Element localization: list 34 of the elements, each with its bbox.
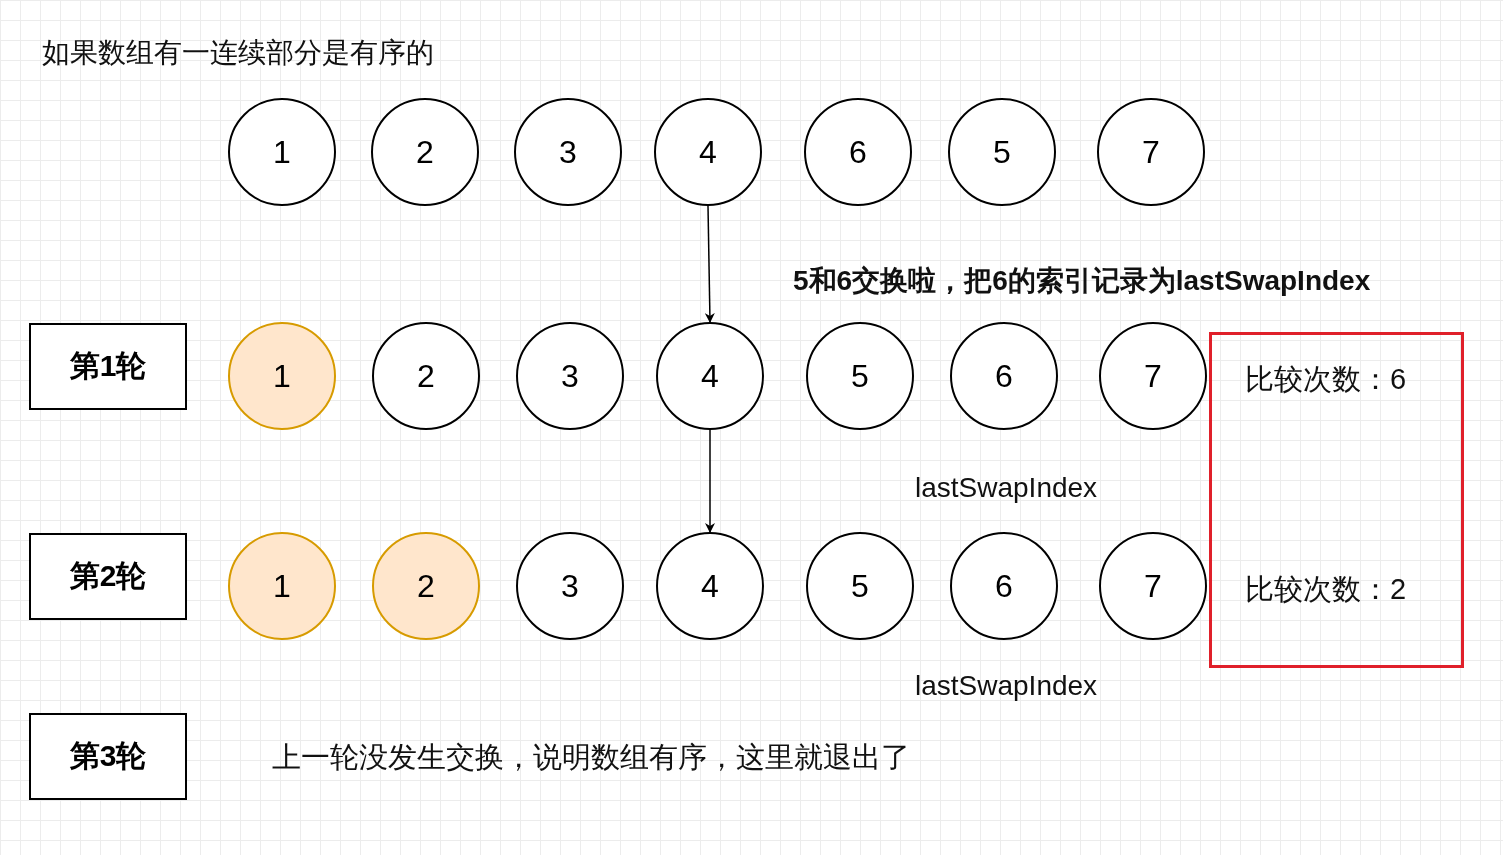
- arrow: [705, 429, 715, 533]
- number-circle: 6: [950, 322, 1058, 430]
- number-circle: 3: [516, 322, 624, 430]
- number-circle: 5: [806, 532, 914, 640]
- round-label-box: 第2轮: [29, 533, 187, 620]
- highlight-frame: [1209, 332, 1464, 668]
- number-circle: 7: [1097, 98, 1205, 206]
- number-circle: 4: [654, 98, 762, 206]
- number-circle: 6: [804, 98, 912, 206]
- number-circle: 6: [950, 532, 1058, 640]
- number-circle: 2: [372, 322, 480, 430]
- number-circle: 4: [656, 322, 764, 430]
- number-circle: 1: [228, 322, 336, 430]
- number-circle: 4: [656, 532, 764, 640]
- annotation-text: 5和6交换啦，把6的索引记录为lastSwapIndex: [793, 264, 1371, 298]
- number-circle: 3: [516, 532, 624, 640]
- heading: 如果数组有一连续部分是有序的: [42, 36, 434, 70]
- round-label-box: 第3轮: [29, 713, 187, 800]
- number-circle: 2: [371, 98, 479, 206]
- number-circle: 1: [228, 532, 336, 640]
- number-circle: 3: [514, 98, 622, 206]
- number-circle: 7: [1099, 322, 1207, 430]
- comparison-count: 比较次数：6: [1245, 362, 1407, 397]
- number-circle: 7: [1099, 532, 1207, 640]
- annotation-text: 上一轮没发生交换，说明数组有序，这里就退出了: [272, 740, 910, 775]
- number-circle: 1: [228, 98, 336, 206]
- number-circle: 5: [806, 322, 914, 430]
- number-circle: 5: [948, 98, 1056, 206]
- arrow: [704, 205, 715, 323]
- number-circle: 2: [372, 532, 480, 640]
- index-label: lastSwapIndex: [915, 670, 1098, 702]
- round-label-box: 第1轮: [29, 323, 187, 410]
- index-label: lastSwapIndex: [915, 472, 1098, 504]
- comparison-count: 比较次数：2: [1245, 572, 1407, 607]
